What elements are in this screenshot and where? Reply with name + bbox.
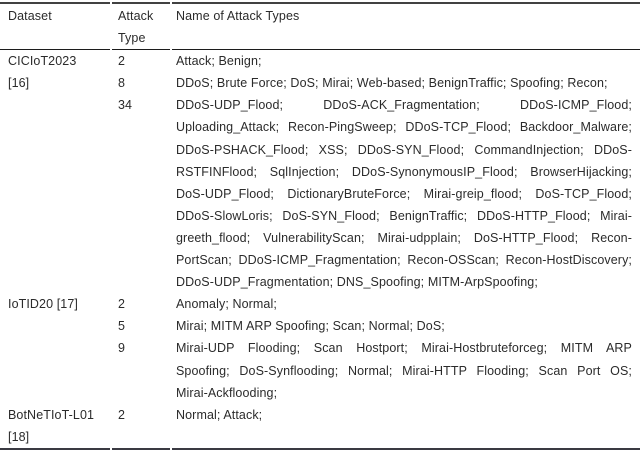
attack-names-cell: Attack; Benign; — [172, 50, 640, 72]
dataset-cell: BotNeTIoT-L01 [18] — [0, 404, 110, 448]
bottom-rule-segment — [172, 447, 640, 450]
attack-type-count: 34 — [118, 98, 133, 113]
attack-type-row: 8 DDoS; Brute Force; DoS; Mirai; Web-bas… — [112, 72, 640, 94]
text-line: Mirai-Ackflooding; — [176, 385, 278, 400]
dataset-subrows: 2 Attack; Benign; 8 DDoS; Brute Force; D… — [112, 50, 640, 293]
attack-type-count: 2 — [118, 407, 126, 422]
attack-type-row: 9 Mirai-UDP Flooding; Scan Hostport; Mir… — [112, 337, 640, 403]
text-line: DDoS-SlowLoris; DoS-SYN_Flood; BenignTra… — [176, 208, 632, 223]
text-line: DDoS-UDP_Fragmentation; DNS_Spoofing; MI… — [176, 275, 538, 290]
dataset-group: CICIoT2023 [16] 2 Attack; Benign; 8 DDoS;… — [0, 50, 640, 293]
attack-names-cell: DDoS; Brute Force; DoS; Mirai; Web-based… — [172, 72, 640, 94]
text-line: Type — [118, 30, 146, 45]
text-line: DDoS; Brute Force; DoS; Mirai; Web-based… — [176, 76, 608, 91]
attack-type-row: 2 Anomaly; Normal; — [112, 293, 640, 315]
attack-type-row: 2 Attack; Benign; — [112, 50, 640, 72]
attack-type-count: 5 — [118, 319, 126, 334]
text-line: greeth_flood; VulnerabilityScan; Mirai-u… — [176, 230, 632, 245]
text-line: Anomaly; Normal; — [176, 297, 277, 312]
text-line: CICIoT2023 — [8, 54, 77, 69]
column-header-label: Name of Attack Types — [176, 9, 300, 23]
attack-names-cell: DDoS-UDP_Flood; DDoS-ACK_Fragmentation; … — [172, 94, 640, 293]
text-line: IoTID20 [17] — [8, 297, 78, 312]
text-line: Mirai-UDP Flooding; Scan Hostport; Mirai… — [176, 341, 632, 356]
dataset-group: IoTID20 [17] 2 Anomaly; Normal; 5 Mirai;… — [0, 293, 640, 403]
attack-type-count: 9 — [118, 341, 126, 356]
attack-type-count: 2 — [118, 297, 126, 312]
attack-type-row: 2 Normal; Attack; — [112, 404, 640, 426]
attack-names-cell: Anomaly; Normal; — [172, 293, 640, 315]
text-line: Normal; Attack; — [176, 407, 263, 422]
text-line: [18] — [8, 429, 30, 444]
attack-type-row: 34 DDoS-UDP_Flood; DDoS-ACK_Fragmentatio… — [112, 94, 640, 293]
text-line: PortScan; DDoS-ICMP_Fragmentation; Recon… — [176, 253, 632, 268]
dataset-cell: CICIoT2023 [16] — [0, 50, 110, 293]
dataset-group: BotNeTIoT-L01 [18] 2 Normal; Attack; — [0, 404, 640, 448]
bottom-rule-segment — [112, 447, 170, 450]
text-line: Mirai; MITM ARP Spoofing; Scan; Normal; … — [176, 319, 445, 334]
attack-names-cell: Normal; Attack; — [172, 404, 640, 426]
column-header-dataset: Dataset — [0, 2, 110, 51]
attack-type-count: 8 — [118, 76, 126, 91]
table-bottom-rule — [0, 447, 640, 450]
dataset-subrows: 2 Anomaly; Normal; 5 Mirai; MITM ARP Spo… — [112, 293, 640, 403]
dataset-subrows: 2 Normal; Attack; — [112, 404, 640, 448]
text-line: Attack — [118, 9, 154, 23]
text-line: Spoofing; DoS-Synflooding; Normal; Mirai… — [176, 363, 632, 378]
text-line: RSTFINFlood; SqlInjection; DDoS-Synonymo… — [176, 164, 632, 179]
column-header-attack-names: Name of Attack Types — [172, 2, 640, 51]
bottom-rule-segment — [0, 447, 110, 450]
text-line: Uploading_Attack; Recon-PingSweep; DDoS-… — [176, 120, 632, 135]
text-line: DDoS-PSHACK_Flood; XSS; DDoS-SYN_Flood; … — [176, 142, 632, 157]
text-line: BotNeTIoT-L01 — [8, 407, 95, 422]
table-body: CICIoT2023 [16] 2 Attack; Benign; 8 DDoS;… — [0, 50, 640, 448]
attack-type-count: 2 — [118, 54, 126, 69]
attack-names-cell: Mirai-UDP Flooding; Scan Hostport; Mirai… — [172, 337, 640, 403]
text-line: DoS-UDP_Flood; DictionaryBruteForce; Mir… — [176, 186, 632, 201]
dataset-cell: IoTID20 [17] — [0, 293, 110, 403]
attack-names-cell: Mirai; MITM ARP Spoofing; Scan; Normal; … — [172, 315, 640, 337]
column-header-label: Dataset — [8, 9, 52, 23]
text-line: DDoS-UDP_Flood; DDoS-ACK_Fragmentation; … — [176, 98, 632, 113]
attack-type-row: 5 Mirai; MITM ARP Spoofing; Scan; Normal… — [112, 315, 640, 337]
text-line: [16] — [8, 76, 30, 91]
text-line: Attack; Benign; — [176, 54, 262, 69]
